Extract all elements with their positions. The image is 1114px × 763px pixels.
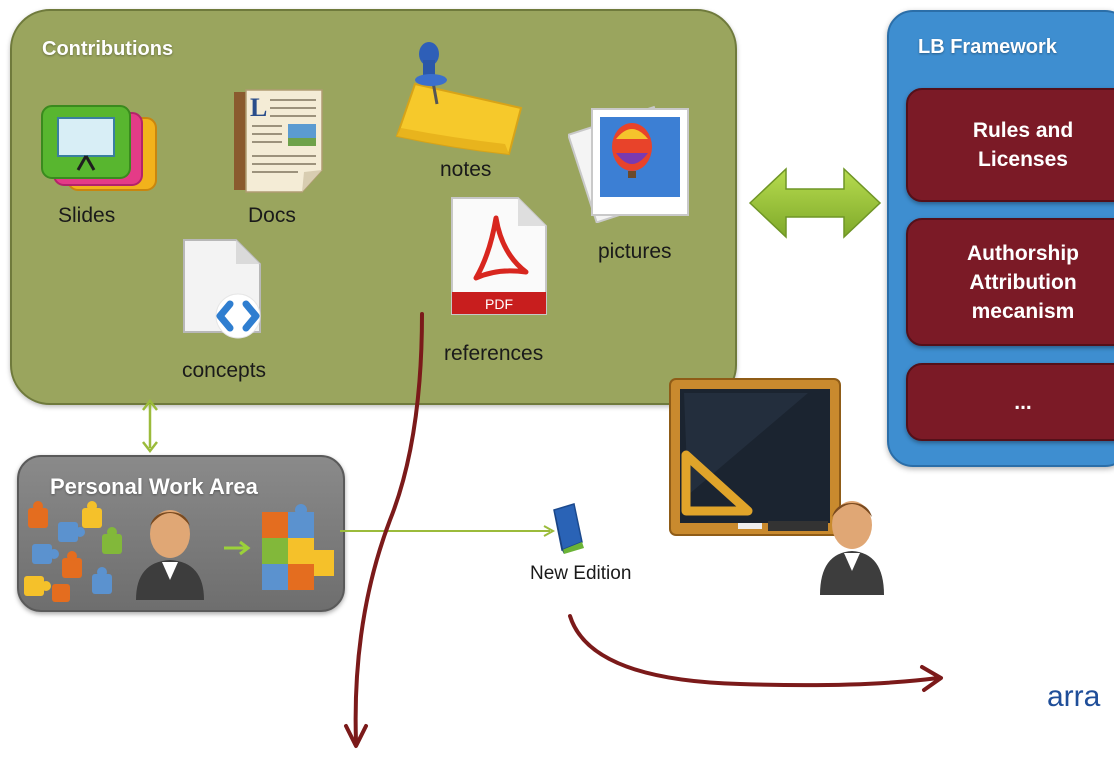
new-edition-label: New Edition	[530, 563, 632, 584]
framework-more-box: ...	[906, 363, 1114, 441]
slides-label: Slides	[58, 204, 116, 227]
docs-icon: L	[234, 89, 323, 193]
puzzle-icon	[24, 501, 334, 602]
docs-label: Docs	[248, 204, 296, 227]
concepts-icon	[183, 239, 261, 339]
slides-icon	[41, 105, 157, 191]
rules-licenses-box: Rules and Licenses	[906, 88, 1114, 202]
pdf-icon: PDF	[451, 197, 547, 315]
pictures-icon	[568, 105, 689, 223]
down-curve-arrow	[344, 312, 424, 748]
double-arrow-icon	[748, 167, 882, 239]
notes-label: notes	[440, 158, 492, 181]
blackboard-icon	[669, 378, 884, 595]
pwa-connector	[340, 525, 556, 537]
authorship-attribution-label: Authorship Attribution mecanism	[967, 241, 1079, 323]
personal-work-area-title: Personal Work Area	[50, 474, 258, 499]
authorship-attribution-box: Authorship Attribution mecanism	[906, 218, 1114, 346]
pictures-label: pictures	[598, 240, 672, 263]
concepts-label: concepts	[182, 359, 267, 382]
arrays-text: arra	[1047, 680, 1101, 713]
svg-text:PDF: PDF	[485, 296, 513, 312]
vertical-connector-icon	[142, 398, 158, 454]
right-curve-arrow	[568, 614, 943, 692]
contributions-title: Contributions	[42, 38, 174, 60]
notes-icon	[395, 42, 523, 156]
lb-framework-title: LB Framework	[918, 36, 1057, 58]
references-label: references	[444, 342, 544, 365]
rules-licenses-label: Rules and Licenses	[972, 119, 1074, 171]
framework-more-label: ...	[1014, 390, 1032, 414]
svg-text:L: L	[250, 93, 267, 122]
book-icon	[553, 503, 584, 554]
